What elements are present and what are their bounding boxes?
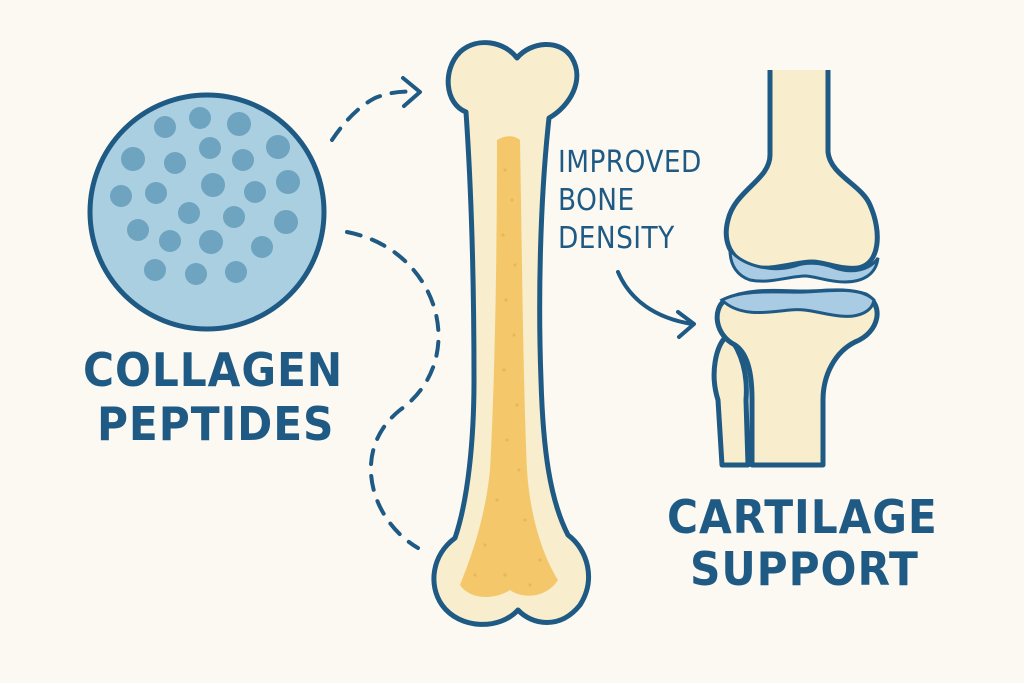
dashed-arrow-to-bone-icon xyxy=(330,76,422,142)
dashed-curve-connector-icon xyxy=(345,230,441,550)
cartilage-label-line2: SUPPORT xyxy=(690,542,919,596)
cartilage-label-line1: CARTILAGE xyxy=(667,490,938,544)
marrow-speckles xyxy=(473,168,542,587)
collagen-label-line2: PEPTIDES xyxy=(97,397,335,451)
bone-density-label-line2: BONE xyxy=(558,183,635,218)
collagen-peptide-circle-icon xyxy=(87,92,327,332)
knee-joint-illustration-icon xyxy=(711,70,880,468)
long-bone-illustration-icon xyxy=(431,40,591,627)
collagen-label-line1: COLLAGEN xyxy=(83,343,344,397)
bone-density-label-line3: DENSITY xyxy=(558,221,675,256)
peptide-dots xyxy=(110,107,300,285)
bone-density-label-line1: IMPROVED xyxy=(558,145,702,180)
curved-arrow-to-knee-icon xyxy=(616,270,696,339)
